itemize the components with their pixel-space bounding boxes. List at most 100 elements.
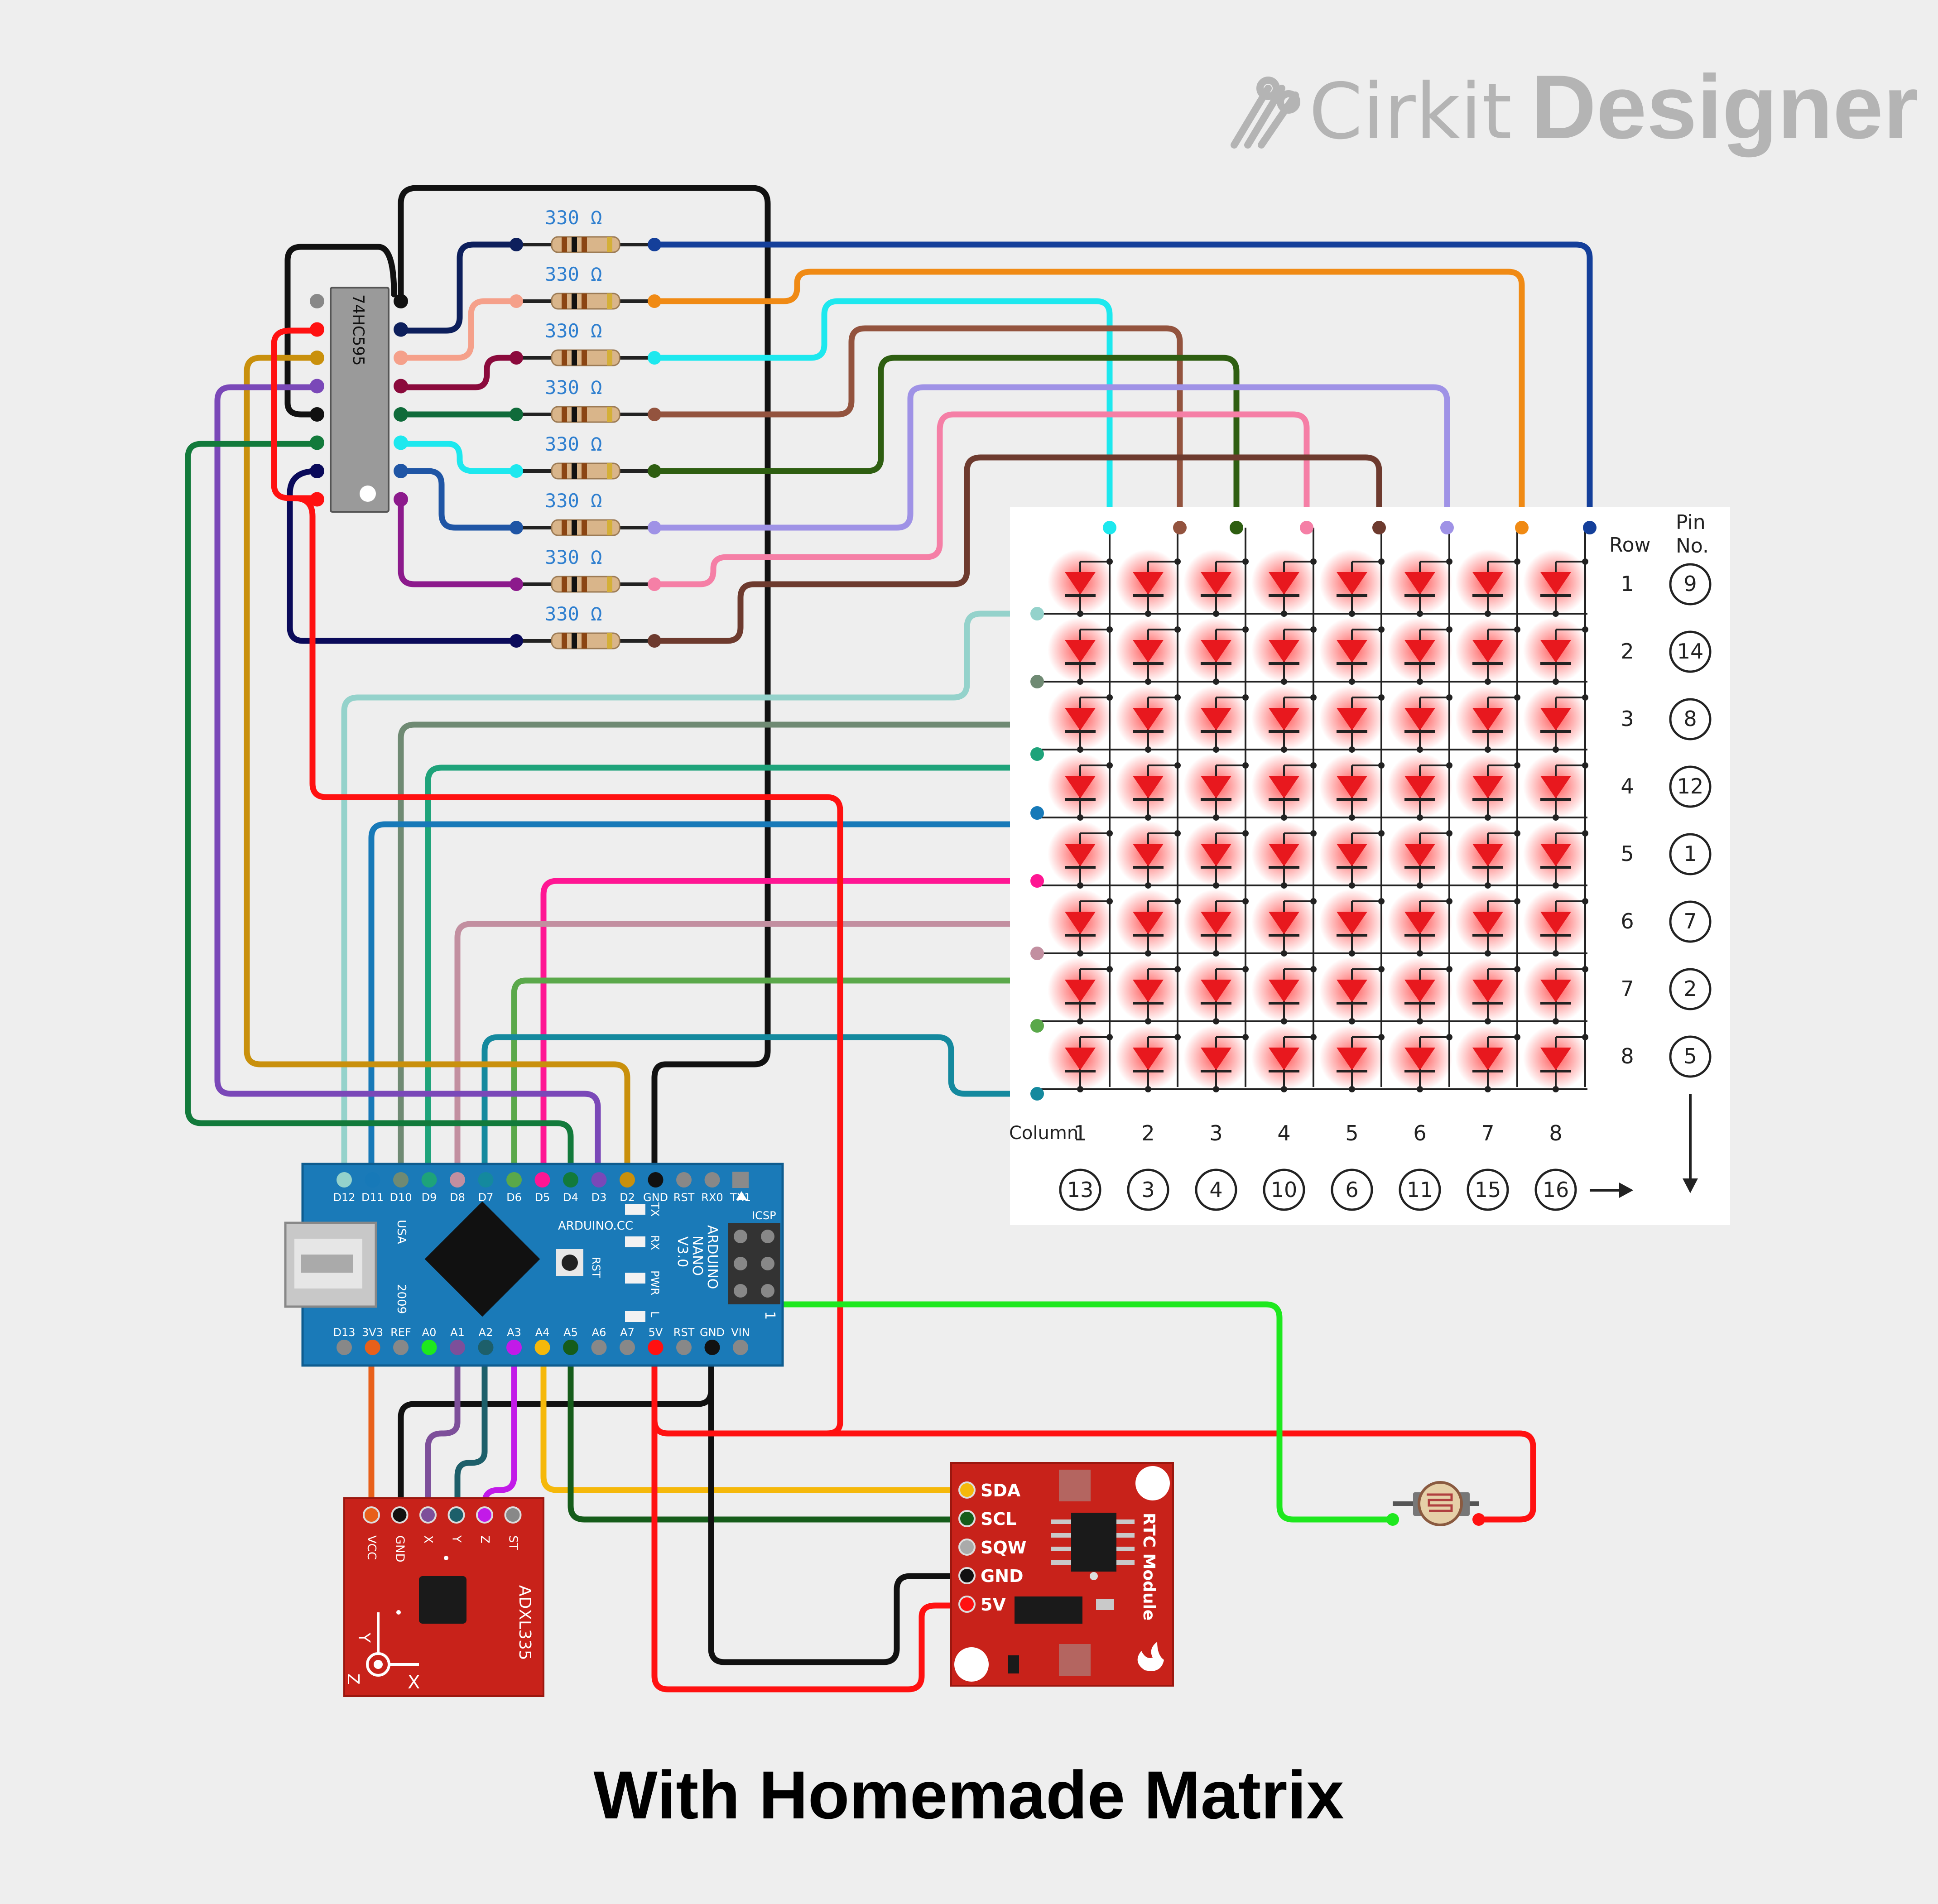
matrix-column-pin[interactable] bbox=[1300, 521, 1313, 534]
matrix-column-pin[interactable] bbox=[1440, 521, 1454, 534]
wire-row8-teal bbox=[481, 1034, 1040, 1183]
wire-col-darkbrown bbox=[651, 454, 1382, 644]
shift-register-pin-left[interactable] bbox=[310, 379, 324, 394]
resistor[interactable]: 330 Ω bbox=[510, 207, 661, 253]
matrix-row-pin[interactable] bbox=[1030, 675, 1044, 688]
shift-register-pin-right[interactable] bbox=[394, 464, 408, 478]
shift-register-pin-left[interactable] bbox=[310, 322, 324, 337]
shift-register-pin-right[interactable] bbox=[394, 407, 408, 422]
matrix-led bbox=[1337, 968, 1381, 1021]
shift-register-pin-left[interactable] bbox=[310, 294, 324, 308]
shift-register-pin-left[interactable] bbox=[310, 351, 324, 365]
matrix-column-pin[interactable] bbox=[1372, 521, 1386, 534]
shift-register-pin-left[interactable] bbox=[310, 435, 324, 450]
matrix-row-pin[interactable] bbox=[1030, 1019, 1044, 1033]
matrix-column-pin[interactable] bbox=[1583, 521, 1597, 534]
matrix-row-pin[interactable] bbox=[1030, 607, 1044, 620]
matrix-led bbox=[1337, 764, 1381, 817]
shift-register-pin-right[interactable] bbox=[394, 294, 408, 308]
rtc-pin[interactable] bbox=[958, 1481, 976, 1499]
rtc-pin-label: 5V bbox=[981, 1595, 1006, 1615]
matrix-row-pin[interactable] bbox=[1030, 874, 1044, 888]
matrix-column-pin[interactable] bbox=[1173, 521, 1187, 534]
matrix-row-pin[interactable] bbox=[1030, 806, 1044, 820]
shift-register-pin-left[interactable] bbox=[310, 464, 324, 478]
arduino-bottom-pin[interactable] bbox=[450, 1340, 465, 1355]
arduino-bottom-pin[interactable] bbox=[421, 1340, 437, 1355]
arduino-top-pin-label: D11 bbox=[361, 1191, 384, 1204]
arduino-top-pin[interactable] bbox=[506, 1172, 522, 1188]
reset-button[interactable] bbox=[556, 1249, 583, 1276]
wire-q6-purple bbox=[398, 497, 519, 587]
shift-register-74hc595[interactable]: 74HC595 bbox=[310, 287, 408, 513]
matrix-row-pin[interactable] bbox=[1030, 947, 1044, 960]
arduino-top-pin[interactable] bbox=[534, 1172, 550, 1188]
arduino-nano[interactable]: TX RX PWR L ARDUINO.CC RST ARDUINO NANO … bbox=[284, 1163, 784, 1367]
shift-register-pin-right[interactable] bbox=[394, 492, 408, 507]
arduino-top-pin-label: RST bbox=[673, 1191, 695, 1204]
arduino-bottom-pin[interactable] bbox=[534, 1340, 550, 1355]
arduino-bottom-pin[interactable] bbox=[704, 1340, 720, 1355]
board-led-pwr: PWR bbox=[649, 1270, 661, 1295]
shift-register-pin-left[interactable] bbox=[310, 407, 324, 422]
shift-register-pin-right[interactable] bbox=[394, 435, 408, 450]
arduino-bottom-pin[interactable] bbox=[591, 1340, 607, 1355]
arduino-top-pin[interactable] bbox=[732, 1172, 749, 1188]
wire-row1-lightteal bbox=[341, 611, 1040, 1183]
adxl335-pin[interactable] bbox=[391, 1506, 409, 1524]
matrix-row-pin[interactable] bbox=[1030, 747, 1044, 761]
adxl335-pin[interactable] bbox=[476, 1506, 493, 1524]
arduino-bottom-pin[interactable] bbox=[393, 1340, 409, 1355]
resistor[interactable]: 330 Ω bbox=[510, 320, 661, 366]
photoresistor[interactable] bbox=[1386, 1481, 1485, 1526]
arduino-bottom-pin[interactable] bbox=[620, 1340, 635, 1355]
arduino-bottom-pin[interactable] bbox=[478, 1340, 494, 1355]
resistor[interactable]: 330 Ω bbox=[510, 433, 661, 480]
rtc-pin[interactable] bbox=[958, 1510, 976, 1527]
adxl335-pin[interactable] bbox=[419, 1506, 437, 1524]
arduino-bottom-pin[interactable] bbox=[365, 1340, 380, 1355]
adxl335-pin[interactable] bbox=[363, 1506, 380, 1524]
shift-register-pin-right[interactable] bbox=[394, 322, 408, 337]
matrix-row-pin[interactable] bbox=[1030, 1087, 1044, 1101]
arduino-top-pin[interactable] bbox=[450, 1172, 465, 1188]
adxl335-pin[interactable] bbox=[504, 1506, 522, 1524]
arduino-top-pin-label: TX1 bbox=[730, 1191, 751, 1204]
rtc-pin[interactable] bbox=[958, 1596, 976, 1613]
arduino-top-pin[interactable] bbox=[591, 1172, 607, 1188]
shift-register-pin-left[interactable] bbox=[310, 492, 324, 507]
shift-register-pin-right[interactable] bbox=[394, 379, 408, 394]
matrix-column-pin[interactable] bbox=[1230, 521, 1243, 534]
arduino-bottom-pin[interactable] bbox=[506, 1340, 522, 1355]
arduino-top-pin[interactable] bbox=[620, 1172, 635, 1188]
rtc-pin[interactable] bbox=[958, 1567, 976, 1584]
resistor[interactable]: 330 Ω bbox=[510, 603, 661, 649]
arduino-bottom-pin[interactable] bbox=[648, 1340, 664, 1355]
arduino-top-pin[interactable] bbox=[337, 1172, 352, 1188]
resistor[interactable]: 330 Ω bbox=[510, 263, 661, 310]
arduino-top-pin[interactable] bbox=[365, 1172, 380, 1188]
resistor[interactable]: 330 Ω bbox=[510, 546, 661, 593]
arduino-bottom-pin[interactable] bbox=[733, 1340, 748, 1355]
matrix-column-pin[interactable] bbox=[1515, 521, 1529, 534]
resistor[interactable]: 330 Ω bbox=[510, 376, 661, 423]
arduino-top-pin[interactable] bbox=[676, 1172, 692, 1188]
arduino-top-pin[interactable] bbox=[478, 1172, 494, 1188]
matrix-column-pin[interactable] bbox=[1103, 521, 1116, 534]
arduino-top-pin[interactable] bbox=[648, 1172, 664, 1188]
matrix-led bbox=[1269, 764, 1313, 817]
arduino-bottom-pin[interactable] bbox=[563, 1340, 578, 1355]
arduino-top-pin[interactable] bbox=[393, 1172, 409, 1188]
adxl335-pin[interactable] bbox=[447, 1506, 465, 1524]
rtc-pin[interactable] bbox=[958, 1539, 976, 1556]
arduino-bottom-pin-label: 3V3 bbox=[362, 1326, 383, 1339]
arduino-bottom-pin[interactable] bbox=[676, 1340, 692, 1355]
arduino-bottom-pin[interactable] bbox=[337, 1340, 352, 1355]
arduino-top-pin[interactable] bbox=[704, 1172, 720, 1188]
shift-register-pin-right[interactable] bbox=[394, 351, 408, 365]
arduino-top-pin[interactable] bbox=[421, 1172, 437, 1188]
resistor[interactable]: 330 Ω bbox=[510, 490, 661, 536]
arduino-top-pin[interactable] bbox=[563, 1172, 578, 1188]
